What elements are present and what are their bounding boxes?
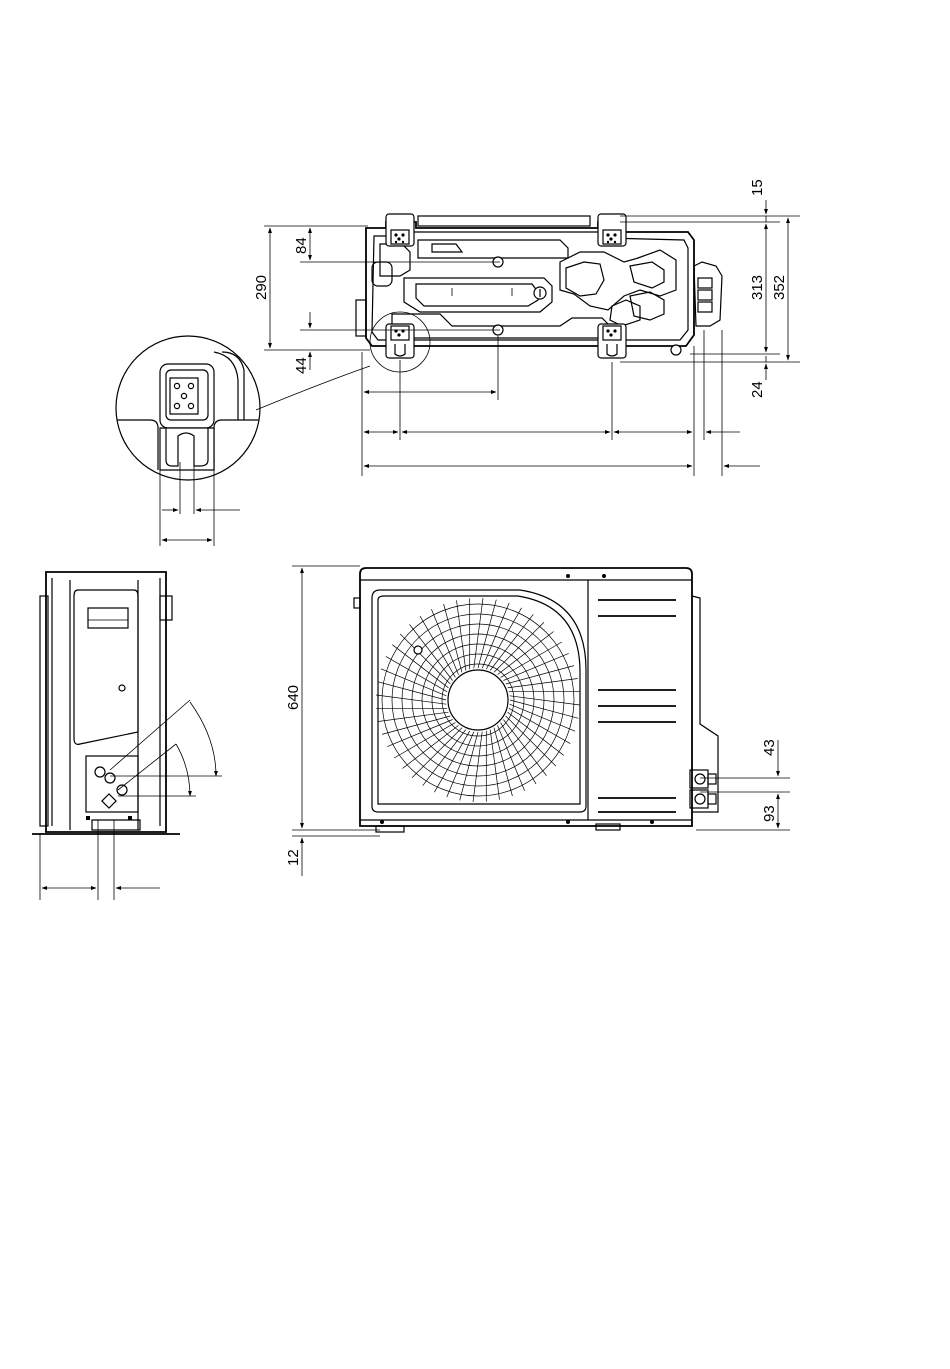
fan-spoke	[402, 725, 458, 768]
fan-spoke	[510, 704, 575, 731]
fan-spoke	[494, 622, 544, 672]
mounting-foot-br	[598, 324, 626, 358]
fan-spoke	[503, 653, 568, 680]
dim-12: 12	[285, 849, 302, 866]
dim-24: 24	[749, 381, 766, 398]
fan-spoke	[474, 598, 483, 668]
fan-spoke	[482, 603, 509, 668]
fan-spoke	[387, 720, 452, 747]
side-view	[32, 572, 222, 900]
mounting-foot-tr	[598, 214, 626, 246]
mounting-foot-tl	[386, 214, 414, 246]
fan-spoke	[376, 695, 446, 704]
fan-spoke	[431, 609, 458, 674]
fan-spoke	[447, 732, 474, 797]
fan-spoke	[400, 634, 450, 684]
fan-spoke	[473, 732, 482, 802]
fan-spoke	[498, 725, 525, 790]
fan-spoke	[498, 632, 554, 675]
dim-93: 93	[761, 805, 778, 822]
mounting-foot-bl	[386, 324, 414, 358]
fan-spoke	[503, 720, 546, 776]
top-view-dimensions: 15 313 352 24 290 84 44	[253, 179, 800, 476]
fan-spoke	[381, 669, 446, 696]
dim-640: 640	[285, 685, 302, 710]
dim-313: 313	[749, 275, 766, 300]
dim-15: 15	[749, 179, 766, 196]
foot-detail-view	[110, 336, 260, 546]
dim-290: 290	[253, 275, 270, 300]
dim-352: 352	[771, 275, 788, 300]
dim-84: 84	[293, 237, 310, 254]
front-view	[354, 568, 718, 832]
dim-43: 43	[761, 739, 778, 756]
dim-44: 44	[293, 357, 310, 374]
fan-spoke	[506, 716, 556, 766]
top-view	[256, 214, 722, 410]
fan-spoke	[510, 696, 580, 705]
fan-spoke	[412, 728, 462, 778]
